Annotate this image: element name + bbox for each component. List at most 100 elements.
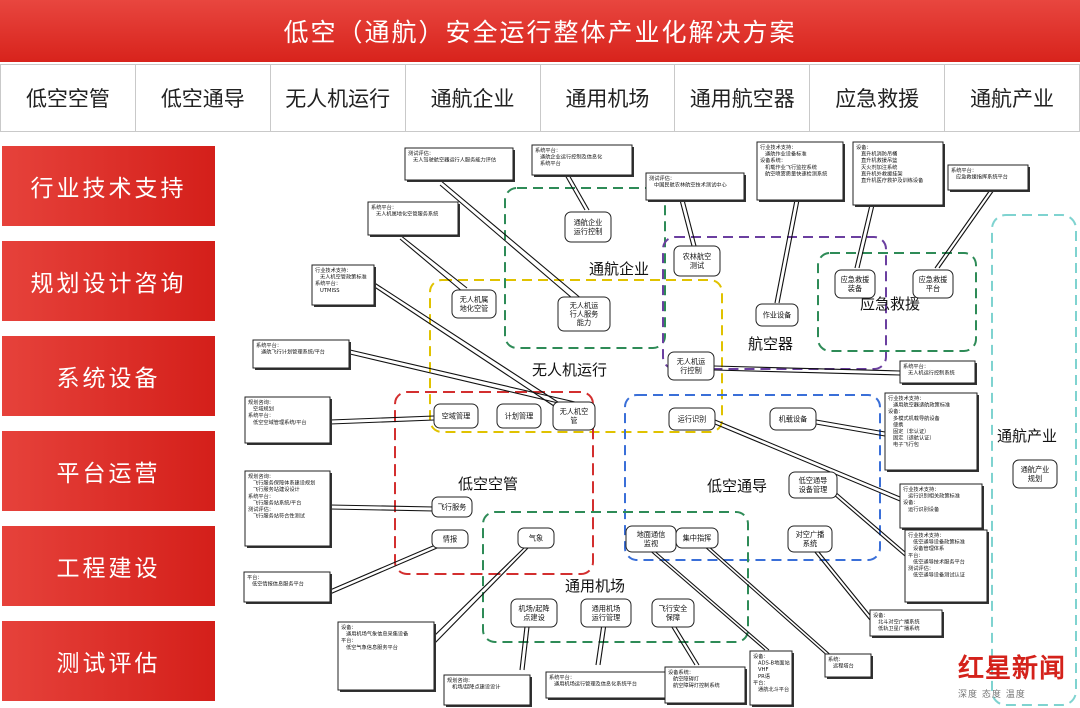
sidebar-item-tech-support[interactable]: 行业技术支持 [2,146,215,226]
note-line: 设备： [856,143,872,151]
note-layer: 测试评估：无人驾驶航空器运行人服务能力评估系统平台：通航企业运行控制及信息化系统… [243,141,1030,707]
node-label: 行人服务 [570,310,599,319]
note-line: 北斗对空广播系统 [878,618,920,626]
node-n11: 无人机空管 [552,401,596,431]
node-label: 无人机运 [570,301,599,310]
note-line: 低空通导设备政策标准 [913,538,965,546]
note-line: 系统平台 [540,159,561,167]
sidebar-item-test-evaluation[interactable]: 测试评估 [2,621,215,701]
region-drone-boundary [429,279,723,433]
region-industry-boundary [991,214,1077,706]
note-t20: 系统平台：通用机场运行管理及信息化系统平台 [545,671,668,700]
note-line: 通用机场运行管理及信息化系统平台 [554,680,637,688]
note-line: 运行识别相关政策标准 [908,492,960,500]
note-line: 行业技术支持： [888,394,924,402]
note-line: 飞行服务保障体系建设规划 [253,479,315,487]
note-line: 平台： [908,551,924,559]
tab-general-aircraft[interactable]: 通用航空器 [675,65,811,131]
node-label: 无人机属 [460,295,489,304]
region-labels: 通航企业 无人机运行 航空器 应急救援 低空空管 低空通导 通用机场 通航产业 [458,260,1057,595]
sidebar-item-system-equipment[interactable]: 系统设备 [2,336,215,416]
node-n17: 气象 [517,527,555,549]
tab-general-airport[interactable]: 通用机场 [541,65,676,131]
node-label: 情报 [443,535,457,544]
note-line: ADS-B地面站 [758,659,790,667]
node-n21: 机场/起降点建设 [510,598,558,628]
node-label: 运行控制 [574,227,603,236]
node-label: 低空通导 [799,476,828,485]
note-line: 远程塔台 [833,662,854,670]
note-line: 无人机空管政策标准 [320,273,367,281]
note-t16: 平台：低空情报信息服务平台 [243,571,332,604]
note-line: 无人机运行控制系统 [908,369,955,377]
node-n12: 运行识别 [668,407,716,431]
node-label: 作业设备 [763,311,792,320]
note-line: 无人驾驶航空器运行人服务能力评估 [413,156,496,164]
note-t1: 测试评估：无人驾驶航空器运行人服务能力评估 [404,147,515,182]
note-line: 规划咨询： [248,398,274,406]
note-t5: 设备：直升机消防吊桶直升机救援吊篮灭火剂加注系统直升机外救援挂架直升机医疗救护及… [852,141,945,207]
connector-lines [329,174,995,671]
note-line: 通航飞行计划管理系统/平台 [261,348,325,356]
note-line: PR语 [758,672,770,680]
node-layer: 通航企业运行控制农林航空测试无人机属地化空管无人机运行人服务能力作业设备应急救援… [431,211,1058,628]
sidebar-item-planning-design[interactable]: 规划设计咨询 [2,241,215,321]
note-line: 系统： [828,655,844,663]
note-line: 设备管理体系 [913,544,944,552]
note-line: 低空通导设备测试认证 [913,571,965,579]
node-label: 管 [570,416,577,425]
note-line: 航空障碍灯控制系统 [673,681,720,689]
note-t10: 系统平台：无人机运行控制系统 [899,360,977,385]
note-line: 应急救援指挥系统平台 [956,173,1008,181]
node-n15: 飞行服务 [431,496,473,518]
header-banner: 低空（通航）安全运行整体产业化解决方案 [0,0,1080,62]
node-label: 装备 [848,284,862,293]
node-label: 点建设 [523,613,545,622]
note-line: 设备： [753,652,769,660]
region-label-aircraft: 航空器 [748,335,793,353]
note-line: 电子飞行包 [893,440,919,448]
note-line: 系统平台： [371,203,397,211]
note-line: 测试评估： [408,149,434,157]
tab-ga-enterprise[interactable]: 通航企业 [406,65,541,131]
watermark: 红星新闻 深度 态度 温度 [958,648,1070,700]
note-line: 系统平台： [256,341,282,349]
note-line: 固定（非认证） [893,427,929,435]
note-line: 平台： [753,678,769,686]
sidebar-item-engineering[interactable]: 工程建设 [2,526,215,606]
region-aircraft-boundary [662,236,887,370]
note-line: 通用机场气象信息采集设备 [346,630,409,638]
node-n10: 计划管理 [496,403,542,429]
note-line: 低空气象信息服务平台 [346,643,398,651]
note-t3: 测试评估：中国民航农林航空技术测试中心 [645,172,746,202]
node-n13: 机载设备 [769,407,817,431]
tab-ga-industry[interactable]: 通航产业 [970,87,1055,111]
note-line: 运行识别设备 [908,505,940,513]
note-line: 平台： [247,573,263,581]
node-label: 应急救援 [919,275,948,284]
tab-emergency-rescue[interactable]: 应急救援 [810,65,946,131]
note-line: 设备： [903,498,919,506]
node-label: 计划管理 [505,412,534,421]
sidebar-item-platform-operation[interactable]: 平台运营 [2,431,215,511]
region-label-rescue: 应急救援 [860,295,920,313]
region-commnav-boundary [624,394,881,561]
tab-comm-navigation[interactable]: 低空通导 [136,65,271,131]
tab-airspace-management[interactable]: 低空空管 [1,65,136,131]
node-label: 无人机空 [560,407,589,416]
note-line: 系统平台： [315,279,341,287]
note-line: 机场/起降点建设设计 [452,683,500,691]
note-t13: 规划咨询：飞行服务保障体系建设规划飞行服务站建设设计系统平台：飞行服务站系统/平… [244,470,332,548]
note-t7: 系统平台：无人机属地化空管服务系统 [367,201,460,237]
tab-drone-operation[interactable]: 无人机运行 [271,65,406,131]
